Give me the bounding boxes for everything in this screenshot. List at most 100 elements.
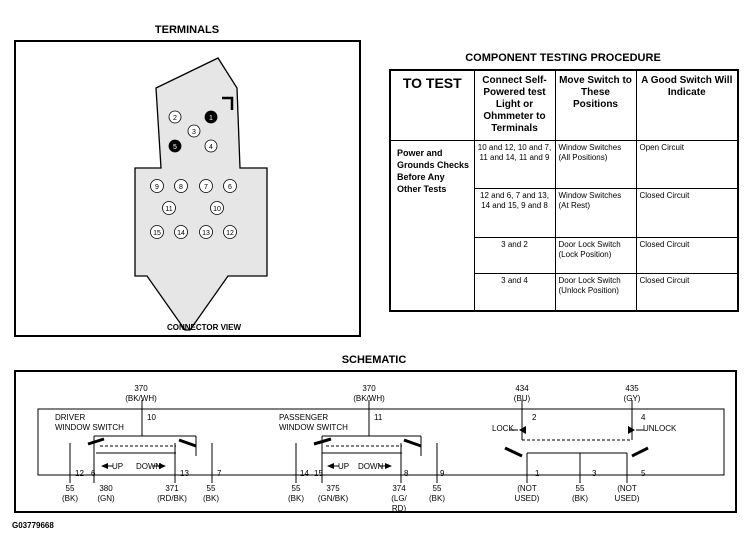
svg-text:7: 7 (204, 184, 208, 191)
switch-body-outline (37, 408, 725, 476)
header-to-test: TO TEST (389, 69, 475, 141)
lock-left-color: (BU) (513, 394, 531, 403)
lock-bottom-circuit: (NOT (517, 484, 537, 493)
procedure-table: TO TEST Connect Self-Powered test Light … (389, 69, 739, 312)
driver-bottom-color: (GN) (97, 494, 115, 503)
passenger-bottom-color: (BK) (429, 494, 445, 503)
lock-pin-5: 5 (641, 469, 646, 478)
unlock-label: UNLOCK (643, 424, 677, 433)
driver-up-arrow-icon (101, 463, 108, 469)
driver-bottom-circuit: 55 (206, 484, 216, 493)
passenger-contact-right (403, 438, 422, 448)
pin-14: 14 (174, 225, 188, 239)
driver-bottom-circuit: 371 (165, 484, 179, 493)
passenger-down-arrow-icon (385, 463, 392, 469)
svg-text:4: 4 (209, 144, 213, 151)
passenger-down-label: DOWN (358, 462, 384, 471)
driver-bottom-color: (RD/BK) (157, 494, 187, 503)
connector-view-label: CONNECTOR VIEW (166, 323, 242, 332)
pin-9: 9 (150, 179, 164, 193)
svg-text:12: 12 (226, 230, 234, 237)
driver-down-label: DOWN (136, 462, 162, 471)
passenger-bottom-color-2: RD) (391, 504, 407, 513)
svg-text:14: 14 (177, 230, 185, 237)
pin-4: 4 (204, 139, 218, 153)
passenger-pin-15: 15 (314, 469, 323, 478)
lock-contact-left (504, 446, 523, 458)
passenger-top-color: (BK/WH) (353, 394, 385, 403)
lock-bottom-circuit: 55 (575, 484, 585, 493)
passenger-bottom-color: (BK) (288, 494, 304, 503)
passenger-pin-8: 8 (404, 469, 409, 478)
terminals-cell: 3 and 2 (473, 236, 556, 274)
lock-contact-right (631, 446, 649, 458)
lock-right-circuit: 435 (625, 384, 639, 393)
driver-top-pin: 10 (147, 413, 156, 422)
lock-bottom-color: USED) (514, 494, 540, 503)
driver-bottom-circuit: 380 (99, 484, 113, 493)
terminals-cell: 3 and 4 (473, 272, 556, 312)
figure-id: G03779668 (12, 521, 54, 530)
positions-cell: Door Lock Switch (Unlock Position) (554, 272, 637, 312)
header-good-switch: A Good Switch Will Indicate (635, 69, 739, 141)
indicate-cell: Closed Circuit (635, 272, 739, 312)
svg-text:3: 3 (192, 129, 196, 136)
lock-right-color: (GY) (623, 394, 641, 403)
indicate-cell: Open Circuit (635, 139, 739, 189)
passenger-pin-14: 14 (300, 469, 309, 478)
lock-left-pin: 2 (532, 413, 537, 422)
pin-3: 3 (187, 124, 201, 138)
procedure-row: 3 and 4 Door Lock Switch (Unlock Positio… (390, 272, 739, 312)
driver-top-color: (BK/WH) (125, 394, 157, 403)
svg-text:5: 5 (173, 144, 177, 151)
passenger-bottom-color: (LG/ (391, 494, 407, 503)
lock-bottom-color: (BK) (572, 494, 588, 503)
pin-12: 12 (223, 225, 237, 239)
header-connect: Connect Self-Powered test Light or Ohmme… (473, 69, 556, 141)
svg-text:13: 13 (202, 230, 210, 237)
positions-cell: Window Switches (All Positions) (554, 139, 637, 189)
unlock-arrow-icon (628, 426, 635, 434)
lock-arrow-icon (519, 426, 526, 434)
driver-pin-6: 6 (91, 469, 96, 478)
driver-label-1: DRIVER (55, 413, 86, 422)
svg-text:15: 15 (153, 230, 161, 237)
procedure-row: 12 and 6, 7 and 13, 14 and 15, 9 and 8 W… (390, 187, 739, 238)
driver-label-2: WINDOW SWITCH (55, 423, 124, 432)
pin-1: 1 (204, 110, 218, 124)
driver-pin-7: 7 (217, 469, 222, 478)
svg-text:2: 2 (173, 115, 177, 122)
driver-contact-right (178, 438, 197, 448)
svg-text:9: 9 (155, 184, 159, 191)
passenger-bottom-circuit: 55 (291, 484, 301, 493)
passenger-contact-left (313, 437, 332, 446)
connector-body (134, 57, 268, 331)
schematic-title: SCHEMATIC (341, 354, 407, 366)
passenger-bottom-circuit: 55 (432, 484, 442, 493)
driver-bottom-color: (BK) (203, 494, 219, 503)
connector-drawing: 2 1 3 5 4 9 8 7 6 11 10 15 14 13 12 (134, 57, 268, 331)
lock-right-pin: 4 (641, 413, 646, 422)
pin-11: 11 (162, 201, 176, 215)
driver-bottom-circuit: 55 (65, 484, 75, 493)
driver-down-arrow-icon (159, 463, 166, 469)
driver-pin-12: 12 (75, 469, 84, 478)
lock-label: LOCK (492, 424, 514, 433)
pin-15: 15 (150, 225, 164, 239)
lock-pin-1: 1 (535, 469, 540, 478)
passenger-label-1: PASSENGER (279, 413, 329, 422)
driver-top-circuit: 370 (134, 384, 148, 393)
driver-pin-13: 13 (180, 469, 189, 478)
svg-text:6: 6 (228, 184, 232, 191)
pin-2: 2 (168, 110, 182, 124)
procedure-header-row: TO TEST Connect Self-Powered test Light … (389, 69, 739, 141)
lock-bottom-circuit: (NOT (617, 484, 637, 493)
lock-bottom-color: USED) (614, 494, 640, 503)
indicate-cell: Closed Circuit (635, 236, 739, 274)
terminals-title: TERMINALS (154, 24, 220, 36)
passenger-top-pin: 11 (374, 413, 383, 422)
procedure-row: Power and Grounds Checks Before Any Othe… (389, 139, 739, 312)
pin-5: 5 (168, 139, 182, 153)
lock-left-circuit: 434 (515, 384, 529, 393)
